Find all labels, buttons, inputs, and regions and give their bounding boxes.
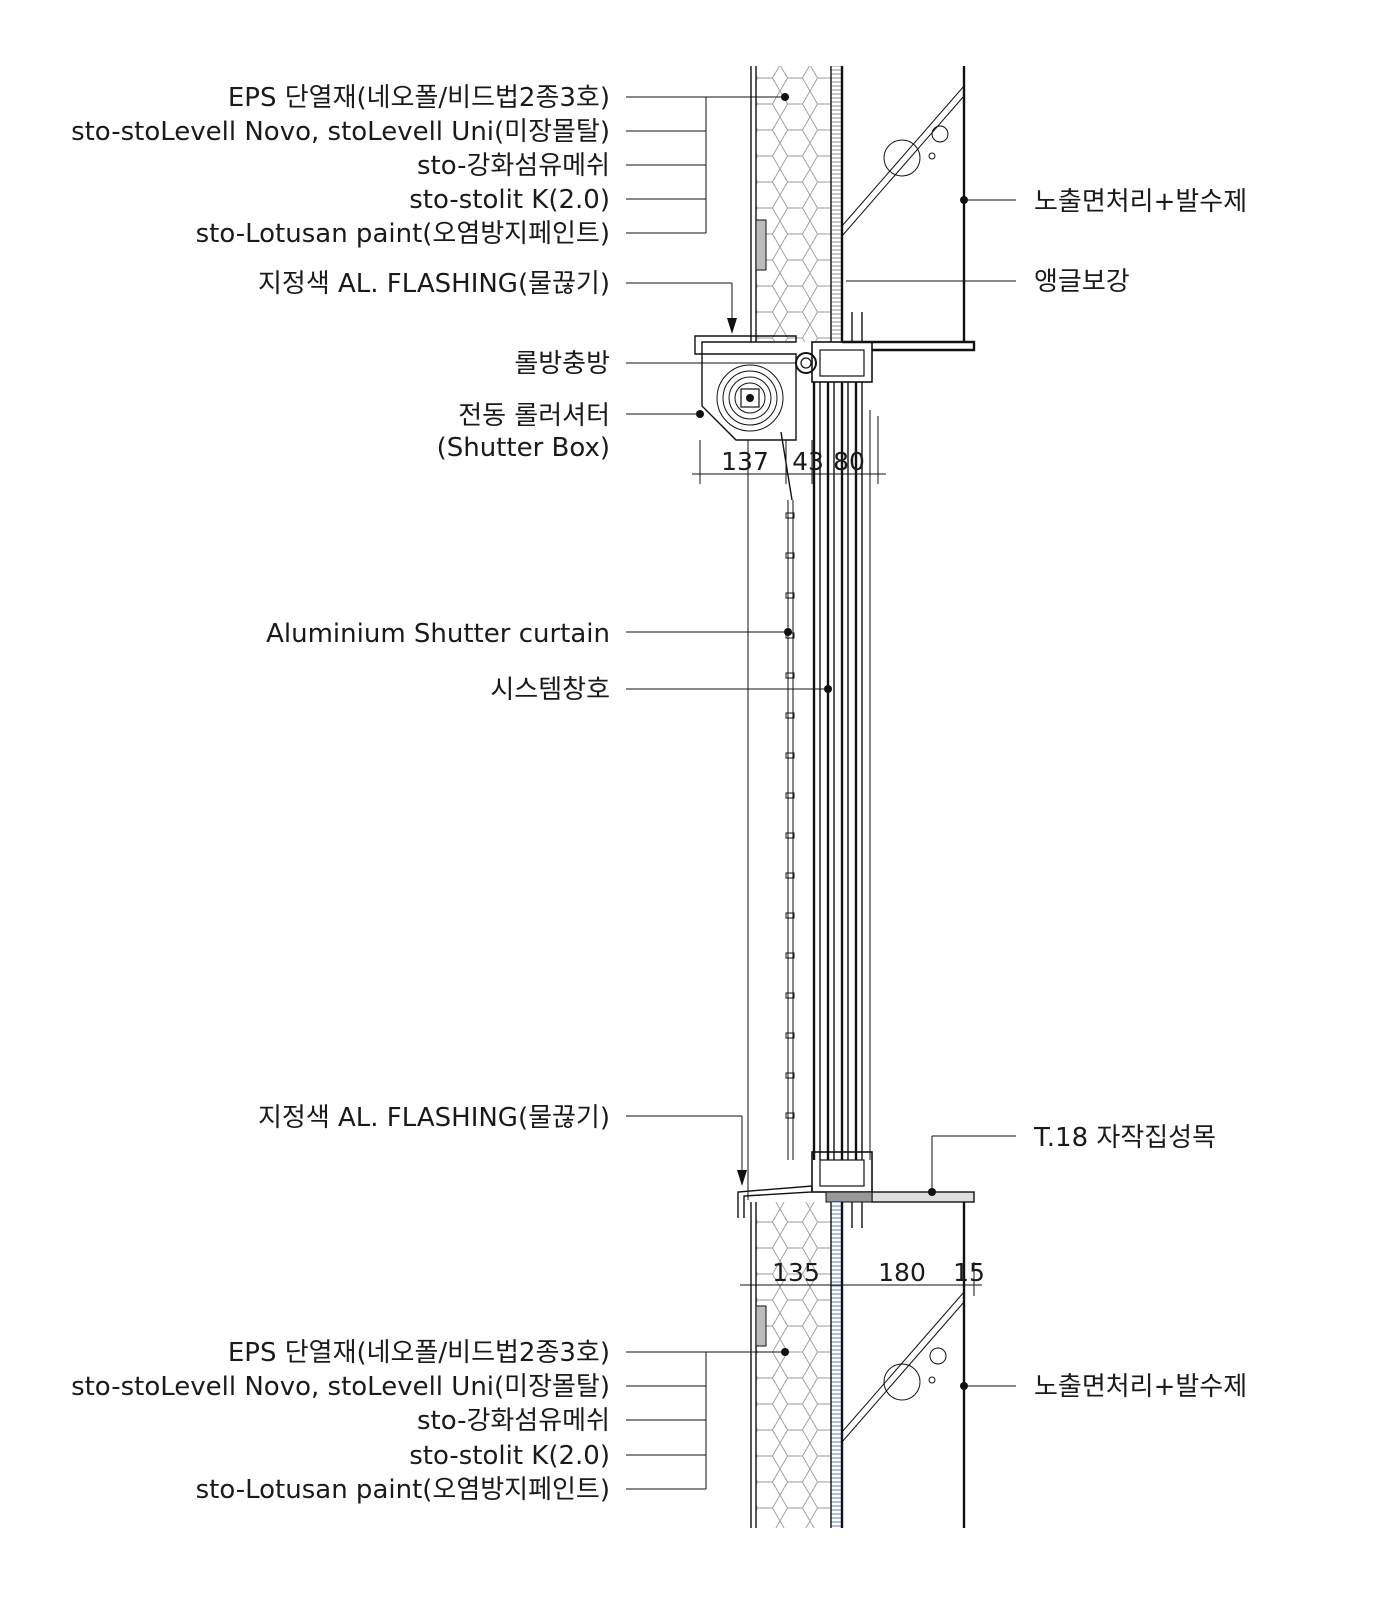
label-angle-reinforce: 앵글보강 (1034, 267, 1130, 297)
left-bottom-labels: EPS 단열재(네오폴/비드법2종3호) sto-stoLevell Novo,… (71, 1338, 610, 1505)
left-top-labels: EPS 단열재(네오폴/비드법2종3호) sto-stoLevell Novo,… (71, 83, 610, 249)
label-mesh-bottom: sto-강화섬유메쉬 (417, 1406, 610, 1436)
sill-flashing (737, 1185, 975, 1218)
dim-180: 180 (878, 1258, 926, 1287)
label-eps-bottom: EPS 단열재(네오폴/비드법2종3호) (228, 1338, 610, 1368)
label-shutter-line1: 전동 롤러셔터 (458, 401, 610, 431)
system-window-frame (811, 341, 873, 1193)
top-wall-section (750, 66, 976, 352)
dimension-lines (692, 416, 982, 1296)
dim-137: 137 (721, 447, 769, 476)
leader-lines (626, 96, 1016, 1490)
shutter-box (694, 335, 817, 501)
label-stolit-top: sto-stolit K(2.0) (409, 185, 610, 215)
dim-43: 43 (792, 447, 824, 476)
dim-15: 15 (953, 1258, 985, 1287)
label-shutter-line2: (Shutter Box) (437, 433, 610, 463)
label-lotusan-bottom: sto-Lotusan paint(오염방지페인트) (196, 1475, 610, 1505)
label-insect-screen: 롤방충방 (514, 349, 610, 379)
label-finish-bottom: 노출면처리+발수제 (1034, 1372, 1247, 1402)
label-finish-top: 노출면처리+발수제 (1034, 187, 1247, 217)
label-system-window: 시스템창호 (490, 675, 610, 705)
label-flashing-top: 지정색 AL. FLASHING(물끊기) (258, 269, 610, 299)
label-sill: T.18 자작집성목 (1033, 1123, 1216, 1153)
label-lotusan-top: sto-Lotusan paint(오염방지페인트) (196, 219, 610, 249)
bottom-wall-section (750, 1202, 966, 1528)
label-stolit-bottom: sto-stolit K(2.0) (409, 1441, 610, 1471)
label-stolevell-top: sto-stoLevell Novo, stoLevell Uni(미장몰탈) (71, 117, 610, 147)
dimension-labels: 137 43 80 135 180 15 (721, 447, 985, 1287)
label-stolevell-bottom: sto-stoLevell Novo, stoLevell Uni(미장몰탈) (71, 1372, 610, 1402)
dim-80: 80 (833, 447, 865, 476)
dim-135: 135 (772, 1258, 820, 1287)
label-shutter-curtain: Aluminium Shutter curtain (266, 619, 610, 649)
label-eps-top: EPS 단열재(네오폴/비드법2종3호) (228, 83, 610, 113)
label-flashing-bottom: 지정색 AL. FLASHING(물끊기) (258, 1103, 610, 1133)
label-mesh-top: sto-강화섬유메쉬 (417, 151, 610, 181)
aluminium-shutter-curtain (747, 440, 795, 1200)
